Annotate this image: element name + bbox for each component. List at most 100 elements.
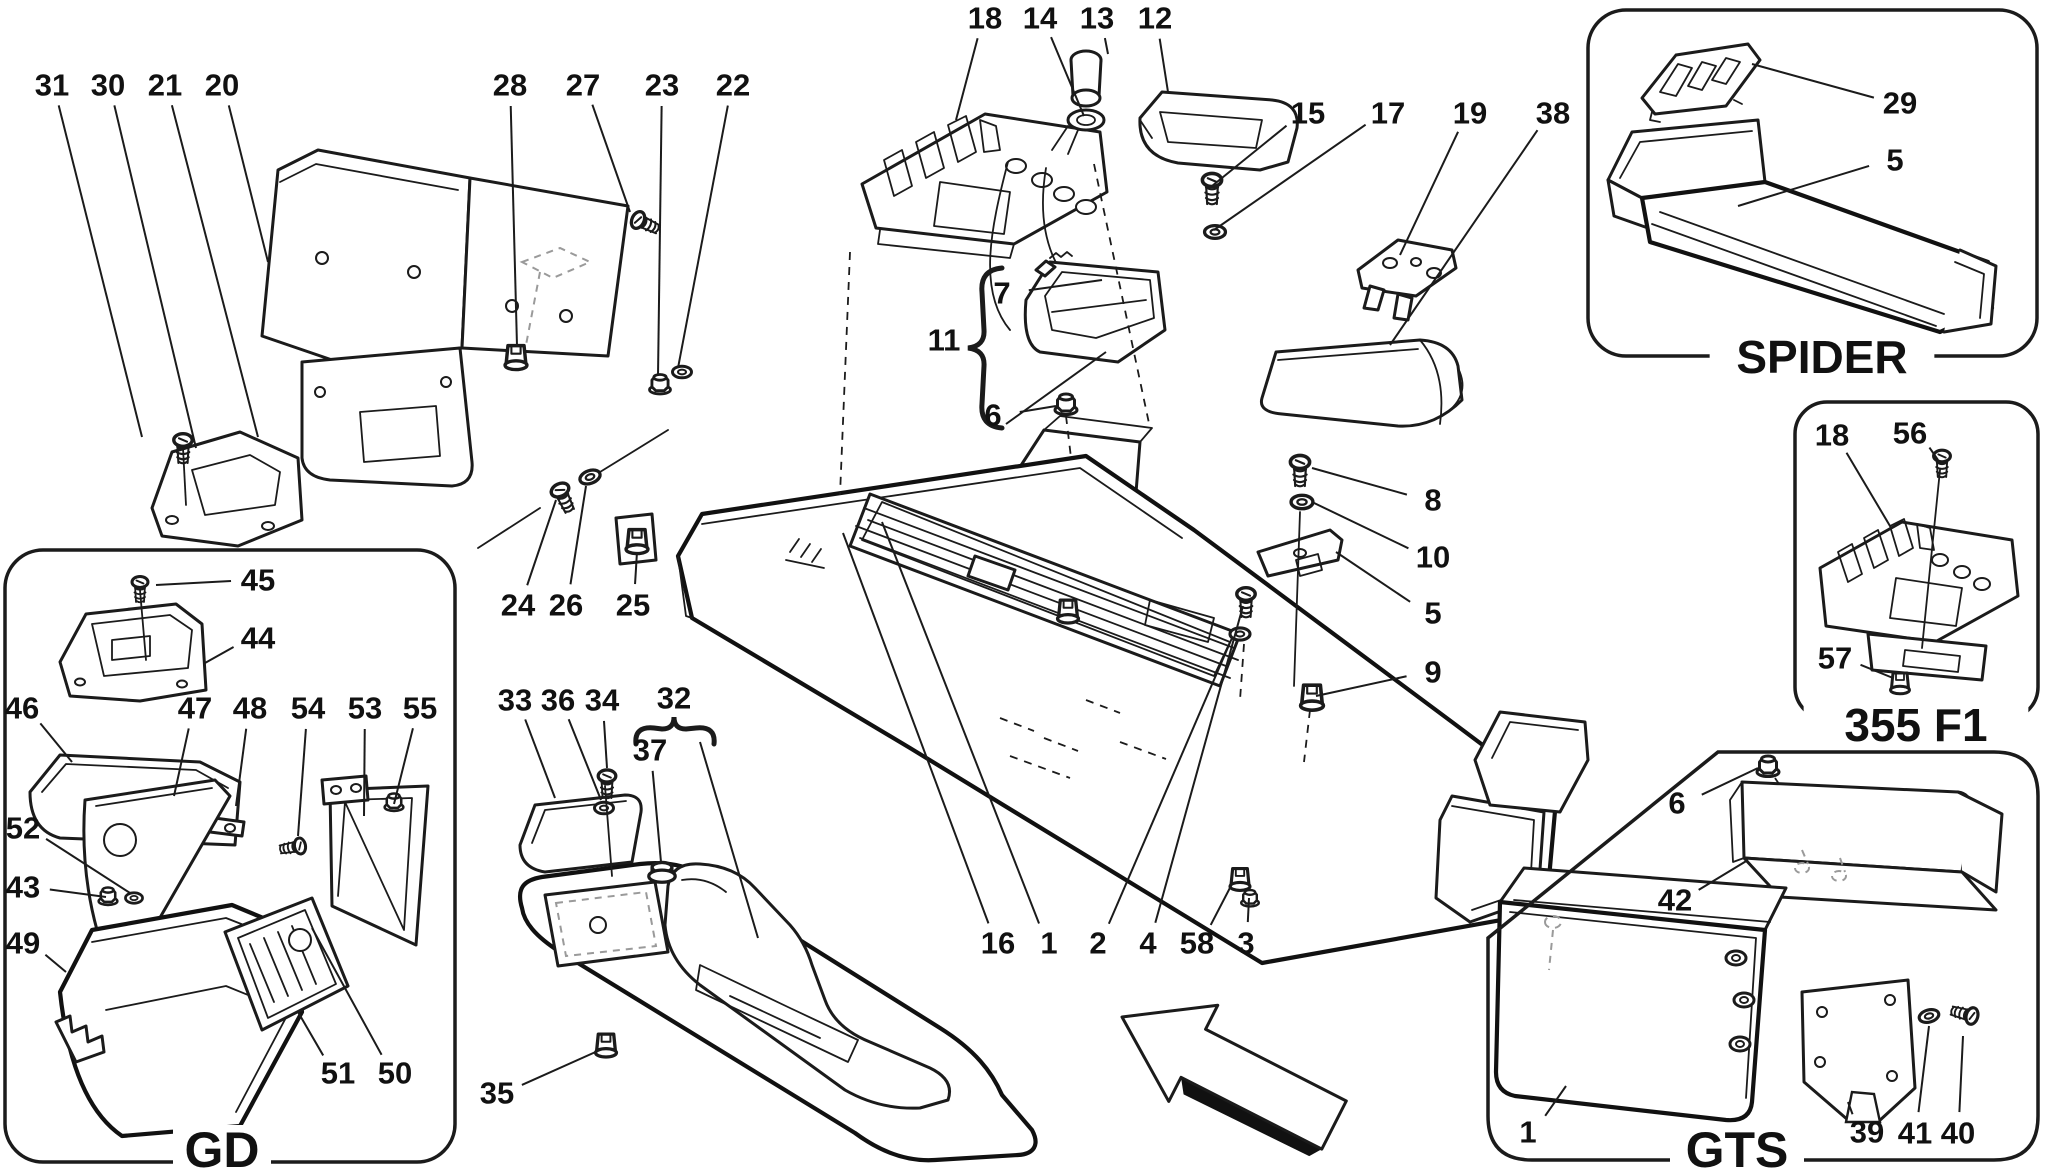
clip-2-icon xyxy=(1055,598,1081,625)
leader-line-main-6 xyxy=(1019,405,1057,414)
callout-gts-39: 39 xyxy=(1850,1115,1884,1150)
callout-main-24: 24 xyxy=(501,588,536,623)
callout-gd-43: 43 xyxy=(6,870,40,905)
screw-8-icon xyxy=(1288,453,1312,489)
relay-bracket-19 xyxy=(1356,238,1458,322)
gd-variant-parts xyxy=(28,575,430,1139)
leader-line-gd-49 xyxy=(44,953,67,973)
leader-line-gts-39 xyxy=(1847,1101,1854,1115)
leader-line-main-18 xyxy=(955,37,979,121)
f355-variant-parts xyxy=(1818,448,2020,696)
mount-bracket-44 xyxy=(58,575,208,703)
leader-line-gd-46 xyxy=(39,722,73,763)
spider-variant-parts xyxy=(1606,42,1998,335)
clip-25-plate xyxy=(614,512,658,566)
leader-line-main-8 xyxy=(1311,467,1408,496)
bracket-42 xyxy=(1729,780,2004,912)
title-mask-spider xyxy=(1709,334,1935,380)
clip-25-icon xyxy=(624,527,650,556)
leader-line-gts-1 xyxy=(1544,1085,1567,1117)
callout-gts-1: 1 xyxy=(1519,1115,1536,1150)
leader-line-spider-29 xyxy=(1751,63,1875,99)
callout-gts-42: 42 xyxy=(1658,883,1692,918)
callout-f355-56: 56 xyxy=(1893,416,1927,451)
callout-main-8: 8 xyxy=(1424,483,1441,518)
callout-main-2: 2 xyxy=(1089,926,1106,961)
callout-main-33: 33 xyxy=(498,683,532,718)
leader-line-main-31 xyxy=(57,105,143,438)
leader-line-main-17 xyxy=(1213,123,1367,231)
leader-line-main-30 xyxy=(113,105,197,449)
leader-line-main-37 xyxy=(651,770,662,863)
leader-line-gd-53 xyxy=(363,728,366,817)
callout-main-12: 12 xyxy=(1138,1,1172,36)
callout-gd-44: 44 xyxy=(241,621,276,656)
callout-main-26: 26 xyxy=(549,588,583,623)
screw-34-icon xyxy=(596,768,618,800)
callout-main-7: 7 xyxy=(993,276,1010,311)
washer-10-icon xyxy=(1289,493,1315,511)
callout-main-23: 23 xyxy=(645,68,679,103)
callout-main-38: 38 xyxy=(1536,96,1570,131)
callout-main-58: 58 xyxy=(1180,926,1214,961)
title-mask-gts xyxy=(1670,1125,1804,1168)
console-rear-box-1 xyxy=(1493,866,1788,1123)
leader-line-main-27 xyxy=(591,104,631,213)
callout-main-21: 21 xyxy=(148,68,182,103)
bracket-brace-11 xyxy=(967,265,1005,431)
leader-line-gd-55 xyxy=(393,728,414,805)
leader-line-main-15 xyxy=(1211,124,1288,187)
gusset-53 xyxy=(320,774,430,947)
clip-57-icon xyxy=(1889,671,1911,696)
callout-main-16: 16 xyxy=(981,926,1015,961)
leader-line-gd-52 xyxy=(45,838,131,894)
screw-15-icon xyxy=(1200,171,1224,207)
callout-gts-40: 40 xyxy=(1941,1116,1975,1151)
leader-line-main-12 xyxy=(1158,38,1169,93)
vent-grille-50 xyxy=(223,896,350,1032)
callout-main-6: 6 xyxy=(984,398,1001,433)
screw-27-icon xyxy=(627,207,664,240)
callout-main-20: 20 xyxy=(205,68,239,103)
switch-housing-12 xyxy=(1138,90,1299,172)
callout-main-25: 25 xyxy=(616,588,650,623)
callout-gd-47: 47 xyxy=(178,691,212,726)
leader-line-gd-50 xyxy=(311,927,383,1056)
callout-gd-54: 54 xyxy=(291,691,326,726)
callout-main-18: 18 xyxy=(968,1,1002,36)
callout-main-27: 27 xyxy=(566,68,600,103)
callout-spider-29: 29 xyxy=(1883,86,1917,121)
callout-main-14: 14 xyxy=(1023,1,1058,36)
callout-gd-49: 49 xyxy=(6,926,40,961)
leader-line-main-58 xyxy=(1209,881,1234,926)
washer-36-icon xyxy=(593,800,615,816)
leader-line-main-26 xyxy=(569,485,587,585)
clip-9-icon xyxy=(1298,683,1326,712)
clip-35-icon xyxy=(593,1032,619,1059)
callout-main-22: 22 xyxy=(716,68,750,103)
region-title-gts: GTS xyxy=(1686,1122,1789,1168)
title-mask-f355 xyxy=(1803,702,2029,748)
leader-line-main-34 xyxy=(602,720,608,769)
direction-arrow xyxy=(1120,1003,1348,1157)
nut-23-icon xyxy=(648,373,672,396)
washer-52-icon xyxy=(124,891,144,905)
callout-f355-57: 57 xyxy=(1818,641,1852,676)
clip-28-icon xyxy=(503,343,529,372)
callout-main-28: 28 xyxy=(493,68,527,103)
leader-line-gd-47 xyxy=(173,728,190,797)
nut-6-gts-icon xyxy=(1755,754,1781,778)
callout-f355-18: 18 xyxy=(1815,418,1849,453)
ignition-switch-13 xyxy=(1051,49,1106,155)
leader-line-gd-48 xyxy=(235,728,248,807)
leader-line-main-16 xyxy=(842,532,990,924)
leader-line-main-20 xyxy=(227,105,269,263)
callout-gd-45: 45 xyxy=(241,563,275,598)
leader-line-main-14 xyxy=(1050,36,1085,117)
title-mask-gd xyxy=(173,1125,271,1168)
leader-line-main-19 xyxy=(1399,131,1459,256)
callout-main-9: 9 xyxy=(1424,655,1441,690)
callout-main-1: 1 xyxy=(1040,926,1057,961)
clip-58-icon xyxy=(1228,866,1252,892)
leader-line-main-4 xyxy=(1154,605,1244,924)
